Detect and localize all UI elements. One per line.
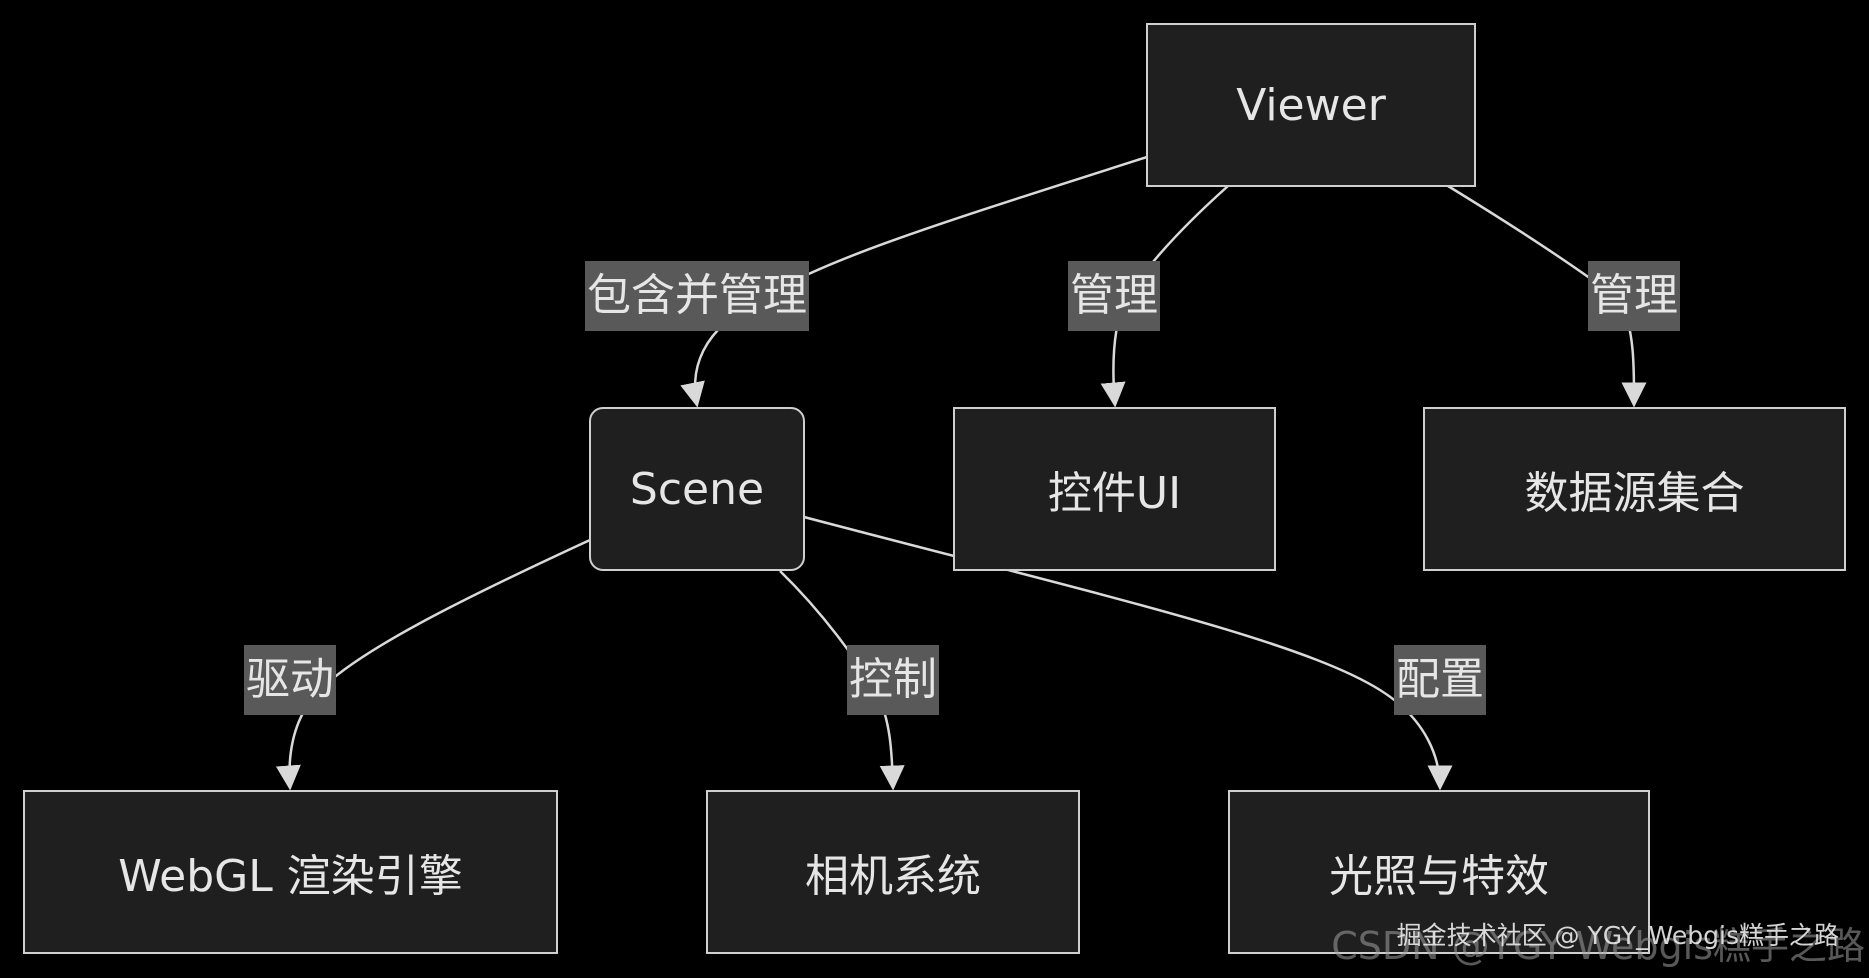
watermark-juejin: 掘金技术社区 @ YGY_Webgis糕手之路 bbox=[1396, 921, 1839, 950]
edge-label-viewer-controls: 管理 bbox=[1068, 261, 1160, 331]
edge-label-scene-lighting: 配置 bbox=[1394, 645, 1486, 715]
node-lighting-label: 光照与特效 bbox=[1329, 851, 1549, 902]
node-webgl[interactable]: WebGL 渲染引擎 bbox=[23, 790, 558, 954]
node-scene-label: Scene bbox=[629, 463, 765, 515]
edge-label-scene-webgl: 驱动 bbox=[244, 645, 336, 715]
node-viewer[interactable]: Viewer bbox=[1146, 23, 1476, 187]
node-viewer-label: Viewer bbox=[1236, 79, 1386, 131]
node-lighting[interactable]: 光照与特效 bbox=[1228, 790, 1650, 954]
node-controls-ui[interactable]: 控件UI bbox=[953, 407, 1276, 571]
node-datasources[interactable]: 数据源集合 bbox=[1423, 407, 1846, 571]
edge-scene-webgl bbox=[275, 538, 591, 791]
edge-label-viewer-datasources: 管理 bbox=[1588, 261, 1680, 331]
node-datasources-label: 数据源集合 bbox=[1524, 468, 1745, 519]
node-camera[interactable]: 相机系统 bbox=[706, 790, 1080, 954]
node-controls-ui-label: 控件UI bbox=[1047, 468, 1182, 519]
edge-label-viewer-scene: 包含并管理 bbox=[585, 261, 809, 331]
node-webgl-label: WebGL 渲染引擎 bbox=[118, 851, 463, 902]
node-camera-label: 相机系统 bbox=[805, 851, 981, 902]
node-scene[interactable]: Scene bbox=[589, 407, 805, 571]
edge-label-scene-camera: 控制 bbox=[847, 645, 939, 715]
watermark-csdn: CSDN @YGY Webgis糕手之路 bbox=[1331, 924, 1865, 968]
